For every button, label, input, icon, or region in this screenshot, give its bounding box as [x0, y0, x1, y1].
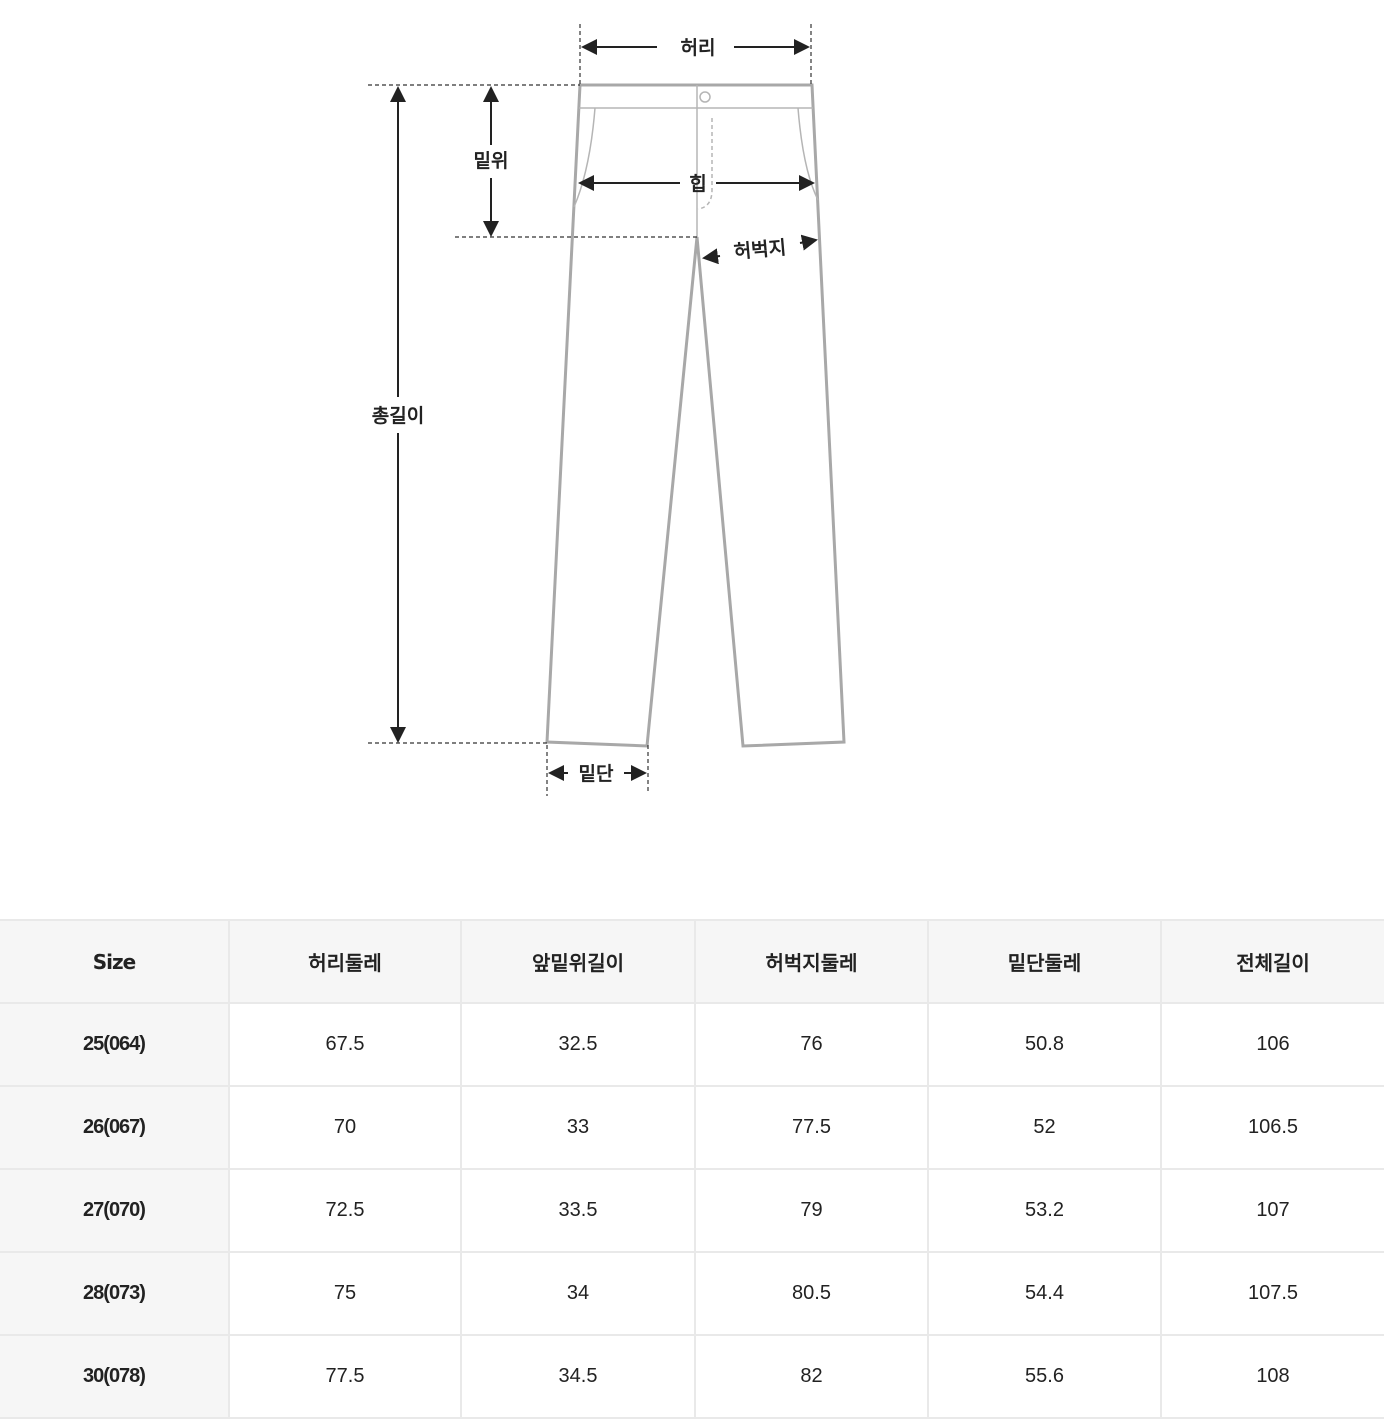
waist-label: 허리: [681, 37, 716, 59]
cell-hem: 50.8: [927, 1002, 1162, 1087]
cell-front-rise: 34.5: [460, 1334, 696, 1419]
cell-waist: 75: [228, 1251, 462, 1336]
header-thigh: 허벅지둘레: [694, 919, 929, 1004]
cell-waist: 72.5: [228, 1168, 462, 1253]
cell-waist: 77.5: [228, 1334, 462, 1419]
cell-hem: 52: [927, 1085, 1162, 1170]
cell-hem: 54.4: [927, 1251, 1162, 1336]
cell-waist: 67.5: [228, 1002, 462, 1087]
cell-hem: 53.2: [927, 1168, 1162, 1253]
pants-details: [573, 85, 819, 237]
header-waist: 허리둘레: [228, 919, 462, 1004]
cell-front-rise: 32.5: [460, 1002, 696, 1087]
cell-total-length: 106.5: [1160, 1085, 1384, 1170]
hip-label: 힙: [689, 173, 706, 195]
cell-thigh: 76: [694, 1002, 929, 1087]
cell-front-rise: 34: [460, 1251, 696, 1336]
measure-arrows: [390, 39, 818, 781]
size-table: Size 허리둘레 앞밑위길이 허벅지둘레 밑단둘레 전체길이 25(064)6…: [0, 919, 1384, 1419]
cell-size: 30(078): [0, 1334, 230, 1419]
cell-size: 27(070): [0, 1168, 230, 1253]
hem-label: 밑단: [579, 763, 614, 785]
table-header-row: Size 허리둘레 앞밑위길이 허벅지둘레 밑단둘레 전체길이: [0, 919, 1384, 1004]
cell-thigh: 77.5: [694, 1085, 929, 1170]
cell-waist: 70: [228, 1085, 462, 1170]
pants-outline: [545, 83, 846, 748]
pants-measurement-diagram: 허리 밑위 힙 허벅지 총길이 밑단: [368, 24, 846, 796]
cell-thigh: 82: [694, 1334, 929, 1419]
cell-thigh: 80.5: [694, 1251, 929, 1336]
thigh-label: 허벅지: [733, 237, 787, 263]
cell-front-rise: 33.5: [460, 1168, 696, 1253]
cell-front-rise: 33: [460, 1085, 696, 1170]
cell-total-length: 107: [1160, 1168, 1384, 1253]
rise-label: 밑위: [474, 150, 509, 172]
cell-size: 28(073): [0, 1251, 230, 1336]
cell-total-length: 107.5: [1160, 1251, 1384, 1336]
header-front-rise: 앞밑위길이: [460, 919, 696, 1004]
guide-lines: [368, 24, 812, 796]
cell-total-length: 108: [1160, 1334, 1384, 1419]
header-total-length: 전체길이: [1160, 919, 1384, 1004]
cell-size: 26(067): [0, 1085, 230, 1170]
header-hem: 밑단둘레: [927, 919, 1162, 1004]
total-length-label: 총길이: [372, 405, 424, 427]
cell-size: 25(064): [0, 1002, 230, 1087]
cell-hem: 55.6: [927, 1334, 1162, 1419]
header-size: Size: [0, 919, 230, 1004]
cell-thigh: 79: [694, 1168, 929, 1253]
cell-total-length: 106: [1160, 1002, 1384, 1087]
